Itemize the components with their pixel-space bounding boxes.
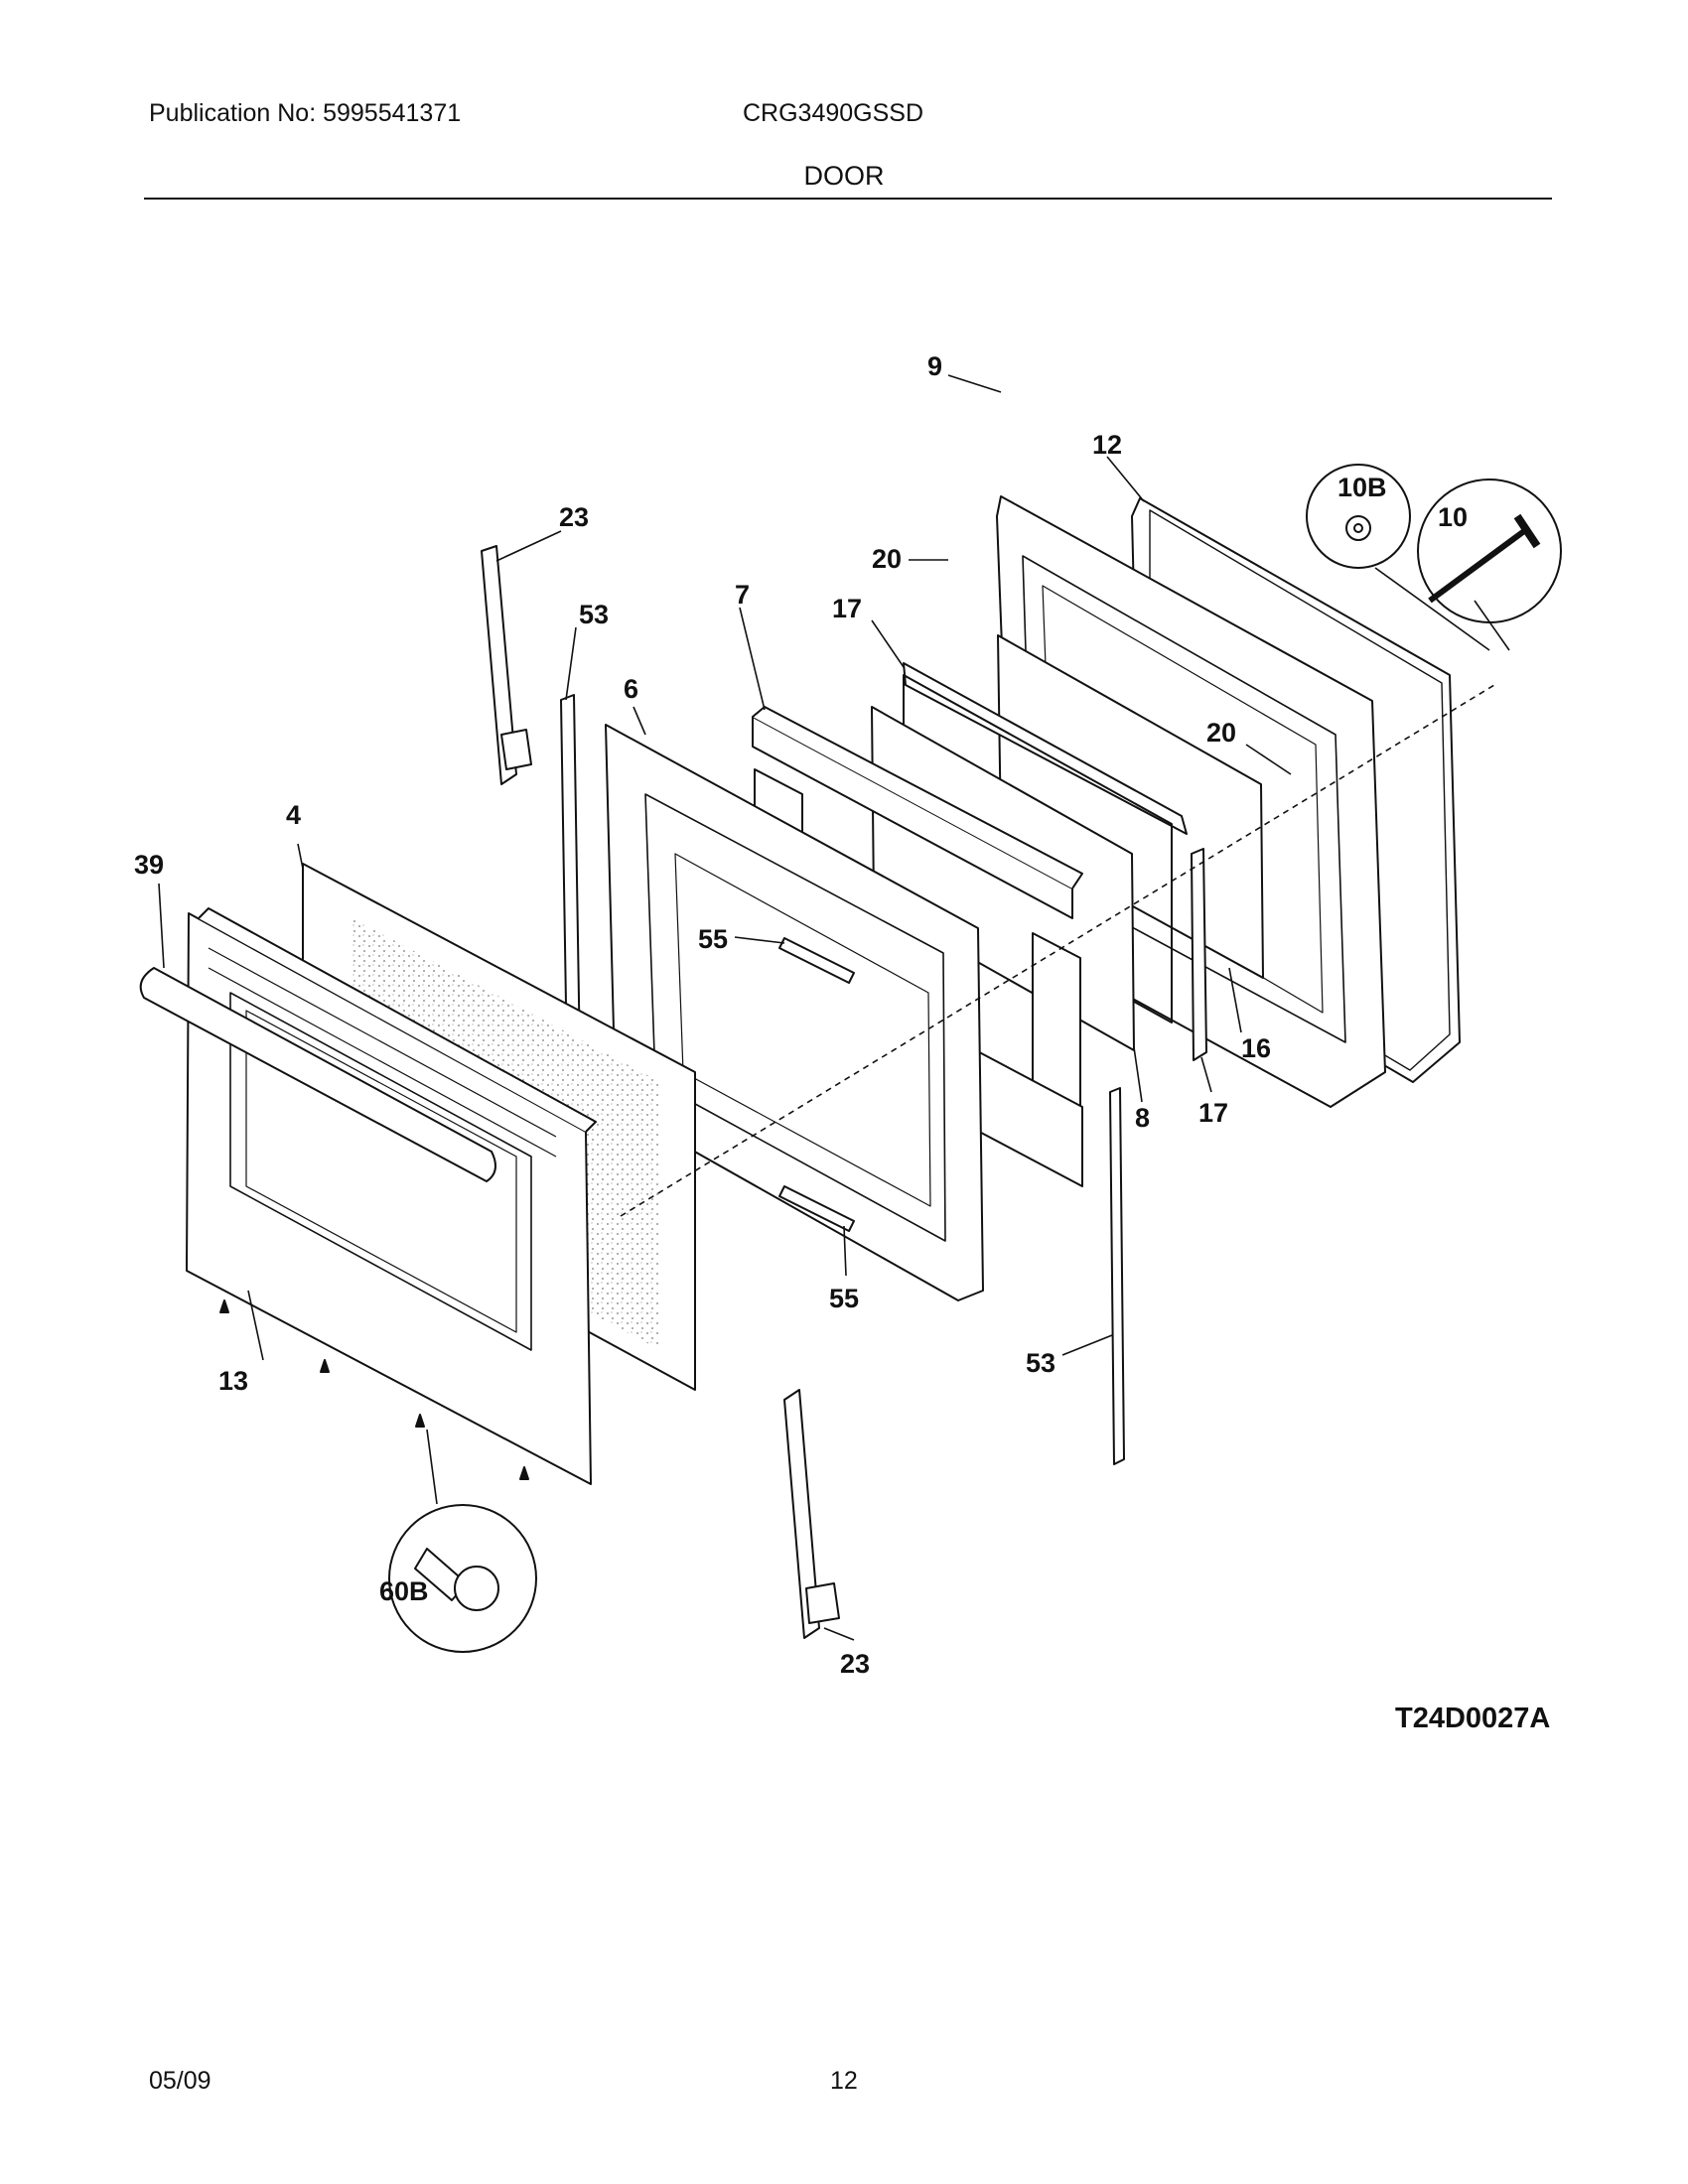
part-door-handle [139,967,496,1182]
callout-7: 7 [735,580,750,610]
callout-17-upper: 17 [832,594,862,623]
section-title: DOOR [803,161,885,191]
detail-circle-60b [388,1504,537,1653]
diagram-code: T24D0027A [1395,1703,1551,1734]
callout-55-lower: 55 [829,1284,859,1313]
callout-39: 39 [134,850,164,880]
callout-20-lower: 20 [1206,718,1236,748]
callout-4: 4 [286,800,301,830]
detail-circle-10 [1417,478,1562,623]
part-hinge-upper [481,545,532,785]
callout-60b: 60B [379,1576,429,1606]
callout-10b: 10B [1337,473,1387,502]
publication-number: Publication No: 5995541371 [149,99,462,127]
part-window-pack-lower [1191,848,1207,1061]
callout-53-lower: 53 [1026,1348,1055,1378]
callout-20-upper: 20 [872,544,902,574]
part-door-frame [605,724,984,1301]
detail-circle-10b [1306,464,1411,569]
callout-23-upper: 23 [559,502,589,532]
callout-13: 13 [218,1366,248,1396]
callout-12: 12 [1092,430,1122,460]
callout-17-lower: 17 [1198,1098,1228,1128]
part-screws [219,1299,529,1480]
leader-lines [158,374,1510,1641]
part-bracket-lower [778,1185,855,1232]
callout-10: 10 [1438,502,1468,532]
header-rule [144,198,1552,200]
model-number: CRG3490GSSD [743,99,924,127]
part-hinge-lower [783,1389,840,1639]
footer-date: 05/09 [149,2067,211,2095]
callout-16: 16 [1241,1033,1271,1063]
callout-53-upper: 53 [579,600,609,629]
callout-55-upper: 55 [698,924,728,954]
callout-6: 6 [624,674,638,704]
callout-9: 9 [927,351,942,381]
callout-23-lower: 23 [840,1649,870,1679]
callout-8: 8 [1135,1103,1150,1133]
part-bracket-upper [778,937,855,984]
page-number: 12 [830,2067,858,2095]
part-side-trim-right [1109,1087,1125,1465]
